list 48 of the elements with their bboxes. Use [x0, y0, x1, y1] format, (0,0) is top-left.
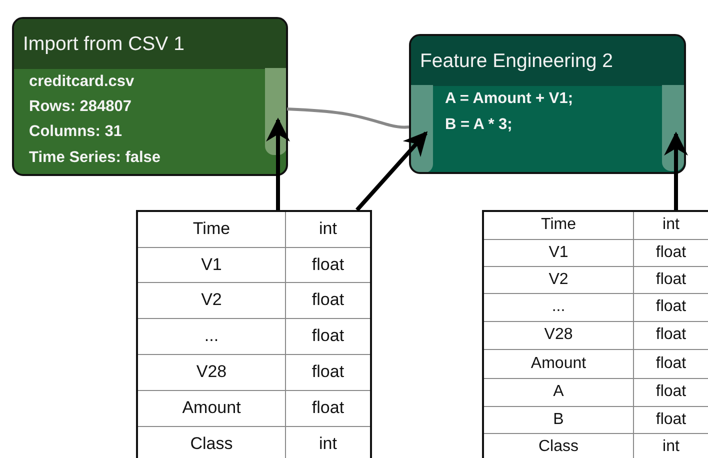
table-cell: V1	[484, 240, 634, 267]
node-title: Import from CSV 1	[14, 19, 286, 69]
table-cell: float	[634, 240, 708, 267]
table-cell: float	[286, 355, 370, 391]
table-cell: float	[634, 322, 708, 350]
process-node	[409, 34, 686, 174]
node-text: Columns: 31	[29, 123, 122, 141]
table-cell: ...	[138, 319, 286, 355]
table-cell: int	[634, 434, 708, 458]
table-cell: float	[286, 391, 370, 427]
table-cell: int	[286, 212, 370, 248]
table-cell: float	[286, 283, 370, 319]
table-cell: float	[634, 407, 708, 434]
table-cell: Time	[484, 212, 634, 240]
table-cell: V28	[484, 322, 634, 350]
table-cell: int	[634, 212, 708, 240]
table-cell: V1	[138, 248, 286, 283]
node-text: creditcard.csv	[29, 73, 134, 91]
arrow	[664, 132, 688, 210]
schema-table	[482, 210, 708, 458]
table-cell: Class	[138, 427, 286, 458]
arrow	[356, 131, 428, 212]
table-cell: V2	[484, 267, 634, 294]
node-text: A = Amount + V1;	[445, 90, 574, 108]
table-cell: V28	[138, 355, 286, 391]
connector-line	[286, 108, 410, 129]
table-cell: Class	[484, 434, 634, 458]
table-cell: Time	[138, 212, 286, 248]
schema-table	[136, 210, 372, 458]
process-node	[12, 17, 288, 176]
table-cell: Amount	[138, 391, 286, 427]
table-cell: A	[484, 379, 634, 407]
table-cell: float	[634, 379, 708, 407]
arrow	[266, 118, 290, 210]
table-cell: ...	[484, 294, 634, 322]
table-cell: float	[634, 294, 708, 322]
node-text: Rows: 284807	[29, 98, 132, 116]
table-cell: B	[484, 407, 634, 434]
table-cell: float	[286, 248, 370, 283]
table-cell: V2	[138, 283, 286, 319]
node-title: Feature Engineering 2	[411, 36, 684, 86]
node-text: Time Series: false	[29, 149, 161, 167]
table-cell: float	[286, 319, 370, 355]
table-cell: int	[286, 427, 370, 458]
table-cell: Amount	[484, 350, 634, 379]
node-text: B = A * 3;	[445, 116, 512, 134]
table-cell: float	[634, 267, 708, 294]
table-cell: float	[634, 350, 708, 379]
